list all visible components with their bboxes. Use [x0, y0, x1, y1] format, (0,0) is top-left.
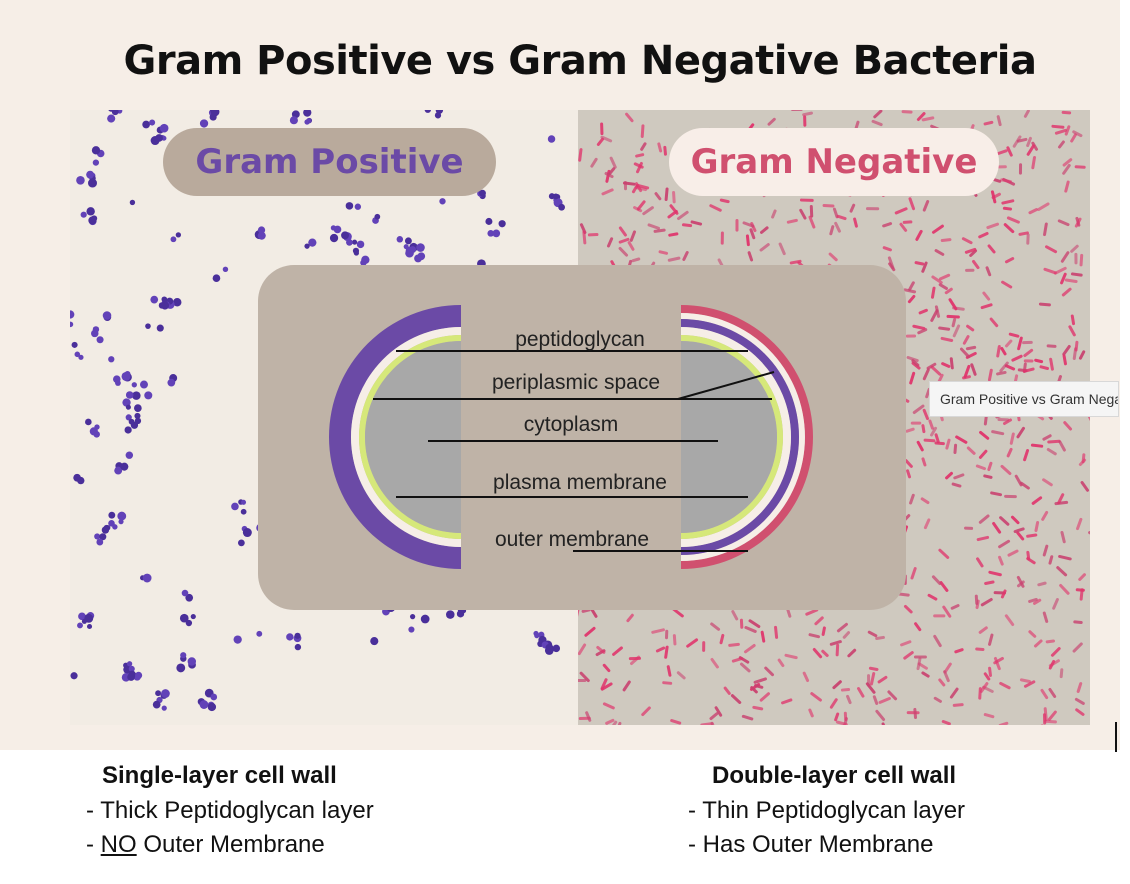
caption-dash: -: [86, 831, 101, 858]
gram-positive-cytoplasm: [365, 341, 461, 533]
gram-positive-caption: Single-layer cell wall - Thick Peptidogl…: [86, 762, 374, 862]
image-tooltip: Gram Positive vs Gram Negative Bacteria: [929, 381, 1119, 417]
label-peptidoglycan: peptidoglycan: [515, 328, 645, 351]
caption-no-underlined: NO: [100, 831, 137, 858]
gram-negative-caption: Double-layer cell wall - Thin Peptidogly…: [688, 762, 965, 862]
gram-positive-caption-heading: Single-layer cell wall: [102, 762, 337, 789]
label-cytoplasm: cytoplasm: [524, 413, 619, 436]
gram-negative-caption-heading: Double-layer cell wall: [712, 762, 957, 789]
caption-outer-membrane: Outer Membrane: [136, 831, 325, 858]
gram-positive-caption-line-1: - Thick Peptidoglycan layer: [86, 797, 374, 824]
cell-wall-diagram: peptidoglycan periplasmic space cytoplas…: [258, 265, 906, 610]
cell-wall-svg: peptidoglycan periplasmic space cytoplas…: [329, 305, 813, 569]
gram-positive-caption-line-2: - NO Outer Membrane: [86, 828, 374, 862]
gram-negative-label: Gram Negative: [669, 128, 999, 196]
figure-title: Gram Positive vs Gram Negative Bacteria: [123, 38, 1037, 84]
gram-negative-caption-line-2: - Has Outer Membrane: [688, 831, 934, 858]
gram-positive-label: Gram Positive: [163, 128, 496, 196]
label-outer-membrane: outer membrane: [495, 528, 649, 551]
gram-negative-caption-line-1: - Thin Peptidoglycan layer: [688, 797, 966, 824]
label-plasma-membrane: plasma membrane: [493, 471, 667, 494]
text-cursor: [1115, 722, 1117, 752]
gram-positive-wall: [329, 305, 461, 569]
leader-periplasmic-space-diagonal: [677, 371, 775, 400]
gram-negative-cytoplasm: [681, 341, 777, 533]
label-periplasmic-space: periplasmic space: [492, 371, 660, 394]
